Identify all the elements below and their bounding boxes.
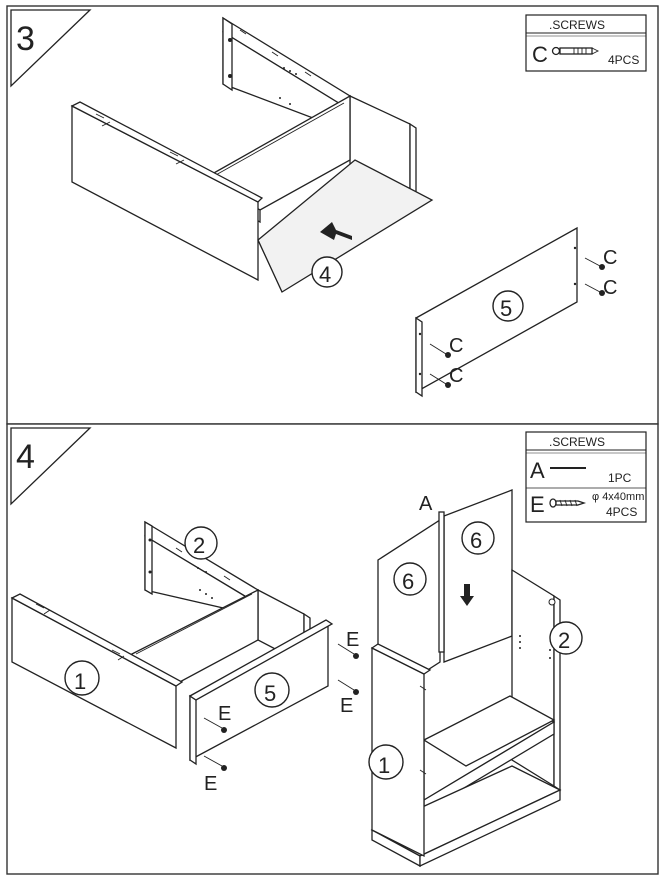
screw-label-e: E xyxy=(340,695,353,717)
step-3-panel-5: 5 C C C C xyxy=(415,226,617,398)
step-4-left-assembly: 2 1 5 xyxy=(10,520,359,795)
callout-left-2 xyxy=(184,526,218,560)
step-3-panel: 3 .SCREWS C 4PCS xyxy=(6,5,659,425)
cam-bolt-icon xyxy=(551,46,600,56)
callout-right-1 xyxy=(368,744,404,780)
callout-right-6b-label: 6 xyxy=(470,528,482,553)
legend-spec-e: φ 4x40mm xyxy=(592,491,644,503)
step-3-badge xyxy=(10,9,92,88)
cam-bolt-left-bottom xyxy=(429,373,451,388)
legend-letter-a: A xyxy=(530,458,545,483)
step-4-number: 4 xyxy=(16,438,35,476)
wood-screw-left-bottom xyxy=(203,755,227,771)
wood-screw-right-bottom xyxy=(337,679,359,695)
legend-qty-c: 4PCS xyxy=(608,53,639,67)
screw-label-e: E xyxy=(204,773,217,795)
wood-screw-left-top xyxy=(203,717,227,733)
step-4-screws-legend: .SCREWS A 1PC E φ 4x40mm 4PCS xyxy=(525,431,647,523)
legend-title: .SCREWS xyxy=(549,18,605,32)
callout-right-6a-label: 6 xyxy=(402,569,414,594)
step-4-panel: 4 .SCREWS A 1PC E φ 4x40mm 4PCS xyxy=(6,423,659,875)
callout-left-5-label: 5 xyxy=(264,681,276,706)
legend-letter-c: C xyxy=(532,42,548,67)
screw-label-c: C xyxy=(449,365,463,387)
callout-right-6a xyxy=(393,562,427,596)
screw-label-e: E xyxy=(218,703,231,725)
callout-left-5 xyxy=(254,672,290,708)
callout-4-label: 4 xyxy=(319,262,331,287)
screw-label-c: C xyxy=(603,247,617,269)
callout-right-2 xyxy=(549,621,583,655)
cam-bolt-right-top xyxy=(584,257,605,270)
callout-4 xyxy=(311,256,343,288)
wood-screw-right-top xyxy=(337,643,359,659)
step-3-number: 3 xyxy=(16,20,35,58)
dowel-label: A xyxy=(419,493,433,515)
callout-5-label: 5 xyxy=(500,296,512,321)
down-arrow-icon xyxy=(460,584,474,606)
step-3-screws-legend: .SCREWS C 4PCS xyxy=(525,14,647,72)
callout-5 xyxy=(492,290,524,322)
screw-label-e: E xyxy=(346,629,359,651)
screw-label-c: C xyxy=(603,277,617,299)
cam-bolt-left-top xyxy=(429,343,451,358)
step-4-right-assembly: A 6 6 2 xyxy=(368,489,583,868)
dowel-a xyxy=(438,511,445,653)
legend-qty-e: 4PCS xyxy=(606,505,637,519)
screw-label-c: C xyxy=(449,335,463,357)
step-4-badge xyxy=(10,427,92,506)
callout-right-2-label: 2 xyxy=(558,628,570,653)
callout-left-2-label: 2 xyxy=(193,533,205,558)
callout-right-1-label: 1 xyxy=(378,753,390,778)
wood-screw-icon xyxy=(549,498,587,508)
step-3-cabinet: 4 xyxy=(70,16,434,293)
cam-bolt-right-bottom xyxy=(584,283,605,296)
callout-left-1 xyxy=(64,660,100,696)
legend-title: .SCREWS xyxy=(549,435,605,449)
callout-left-1-label: 1 xyxy=(74,669,86,694)
callout-right-6b xyxy=(461,521,495,555)
legend-letter-e: E xyxy=(530,492,545,517)
legend-qty-a: 1PC xyxy=(608,471,632,485)
